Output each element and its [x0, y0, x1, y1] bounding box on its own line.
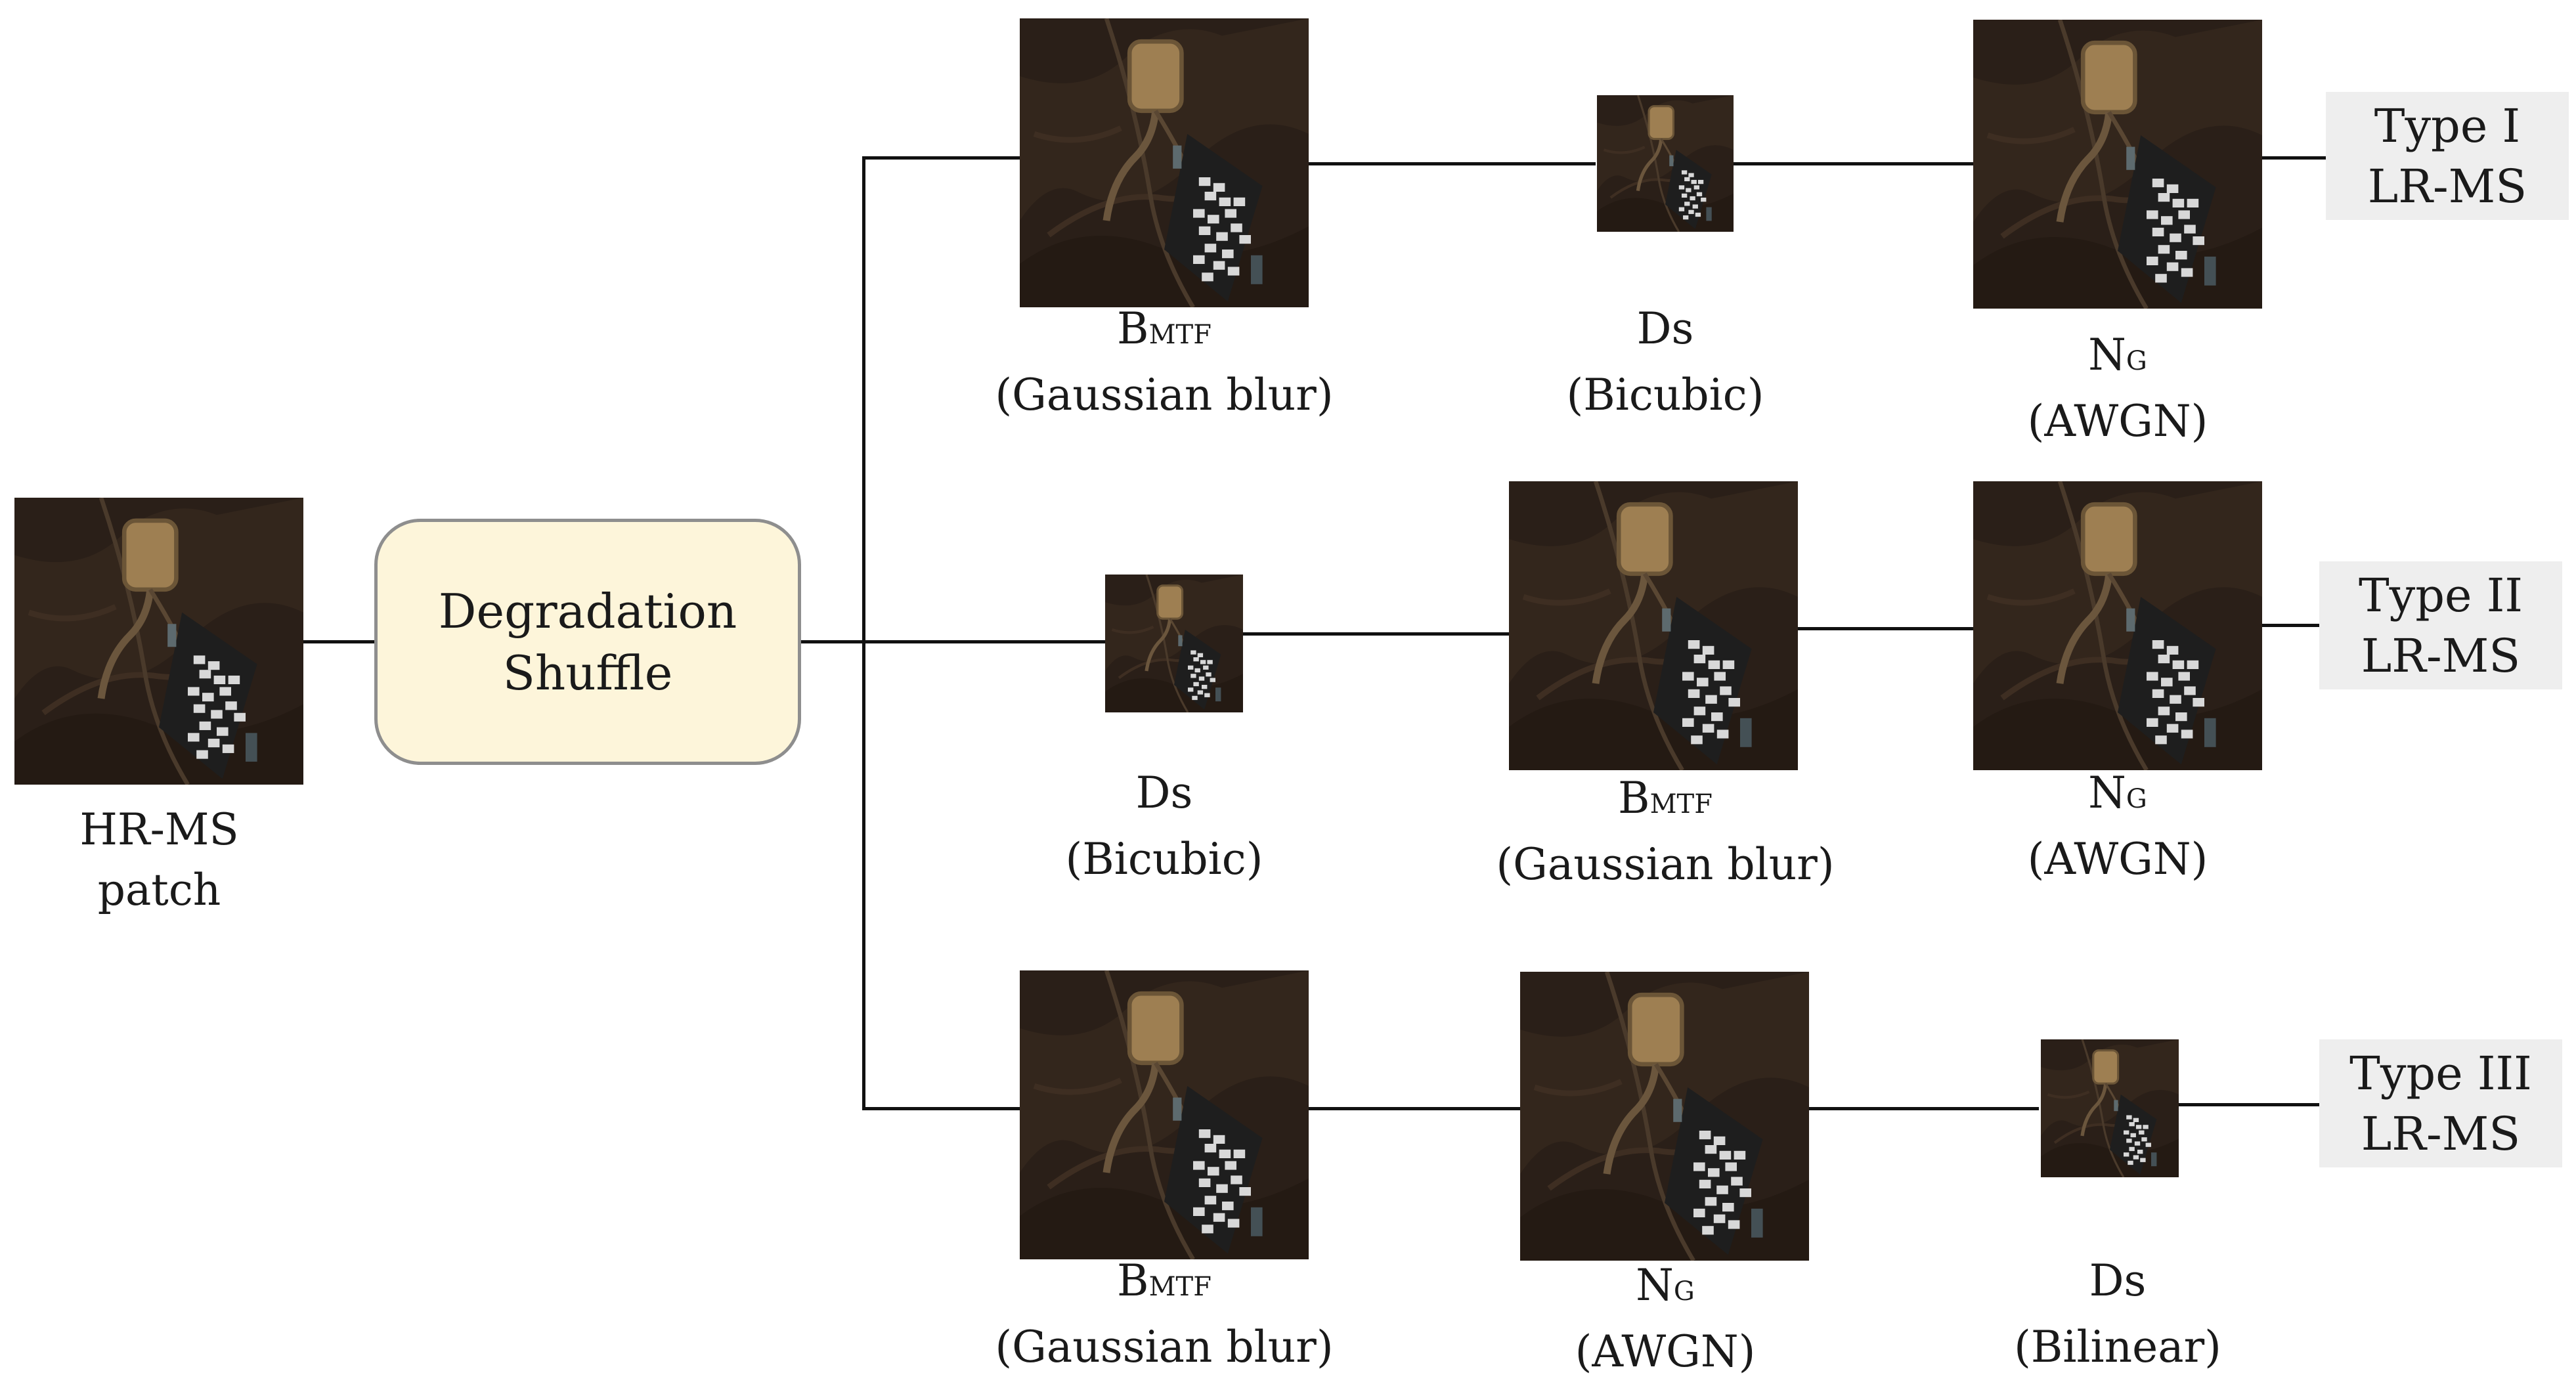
type3-output-line2: LR-MS [2361, 1106, 2521, 1161]
connector-branch1 [2260, 156, 2326, 160]
connector-branch2 [2260, 624, 2319, 627]
branch1-step3-image [1973, 20, 2262, 309]
branch1-step3-label: NG (AWGN) [2027, 330, 2208, 446]
hr-ms-patch-image [14, 498, 303, 785]
branch3-step2-image [1520, 972, 1809, 1261]
type1-output-line1: Type I [2374, 98, 2521, 153]
branch3-step3-image [2041, 1039, 2179, 1177]
type1-output-box: Type I LR-MS [2326, 92, 2569, 220]
branch1-step1-label: BMTF (Gaussian blur) [995, 303, 1334, 420]
branch2-step1-label: Ds (Bicubic) [1065, 768, 1263, 884]
branch2-step1-image [1105, 575, 1243, 712]
connector-split-vertical [862, 156, 865, 1110]
branch2-step2-label: BMTF (Gaussian blur) [1496, 773, 1835, 890]
shuffle-label-line2: Shuffle [502, 645, 673, 701]
hr-ms-patch-label: HR-MS patch [79, 804, 239, 915]
connector-branch3 [1807, 1107, 2039, 1110]
connector-input-shuffle [302, 640, 376, 643]
connector-branch2 [1797, 627, 1974, 630]
shuffle-label-line1: Degradation [438, 583, 737, 639]
branch1-step2-label: Ds (Bicubic) [1566, 303, 1764, 420]
connector-branch1 [862, 156, 1020, 160]
type1-output-line2: LR-MS [2367, 159, 2527, 213]
branch3-step3-label: Ds (Bilinear) [2014, 1255, 2221, 1372]
branch3-step2-label: NG (AWGN) [1575, 1260, 1756, 1377]
connector-branch3 [2177, 1103, 2319, 1106]
branch1-step2-image [1597, 95, 1734, 232]
type3-output-box: Type III LR-MS [2319, 1039, 2562, 1167]
connector-branch2 [1241, 632, 1510, 636]
type3-output-line1: Type III [2349, 1046, 2532, 1100]
branch3-step1-image [1020, 970, 1309, 1259]
connector-branch3 [862, 1107, 1020, 1110]
branch3-step1-label: BMTF (Gaussian blur) [995, 1255, 1334, 1372]
connector-shuffle-split [800, 640, 865, 643]
connector-branch2 [862, 640, 1105, 643]
type2-output-box: Type II LR-MS [2319, 561, 2562, 689]
connector-branch3 [1307, 1107, 1520, 1110]
branch2-step2-image [1509, 481, 1798, 770]
branch1-step1-image [1020, 18, 1309, 307]
connector-branch1 [1307, 162, 1596, 165]
connector-branch1 [1734, 162, 1973, 165]
branch2-step3-image [1973, 481, 2262, 770]
branch2-step3-label: NG (AWGN) [2027, 768, 2208, 884]
degradation-shuffle-box: Degradation Shuffle [374, 519, 801, 765]
type2-output-line2: LR-MS [2361, 628, 2521, 683]
type2-output-line1: Type II [2358, 568, 2523, 622]
